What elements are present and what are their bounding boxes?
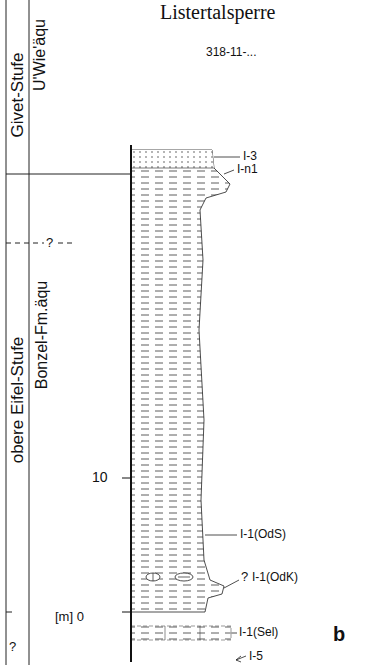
stage-name: Givet-Stufe xyxy=(9,52,26,137)
section-id: 318-11-... xyxy=(206,46,256,58)
uncertainty-mark: ? xyxy=(241,570,248,583)
panel-letter: b xyxy=(333,624,345,644)
site-title: Listertalsperre xyxy=(160,2,276,22)
stage-name: obere Eifel-Stufe xyxy=(9,337,26,464)
sample-label: I-1(OdK) xyxy=(252,571,298,583)
sample-label: I-n1 xyxy=(237,163,258,175)
formation-name: U'Wie'äqu xyxy=(32,19,48,91)
sample-label: I-1(OdS) xyxy=(240,528,286,540)
sample-label: I-1(Sel) xyxy=(239,626,278,638)
uncertainty-mark: ? xyxy=(9,640,16,653)
formation-name: Bonzel-Fm.äqu xyxy=(34,281,50,390)
scale-number: 10 xyxy=(92,470,108,484)
sample-label: I-5 xyxy=(249,650,263,662)
sample-label: I-3 xyxy=(243,150,257,162)
uncertainty-mark: ? xyxy=(46,236,53,249)
scale-number: [m] 0 xyxy=(55,610,84,623)
